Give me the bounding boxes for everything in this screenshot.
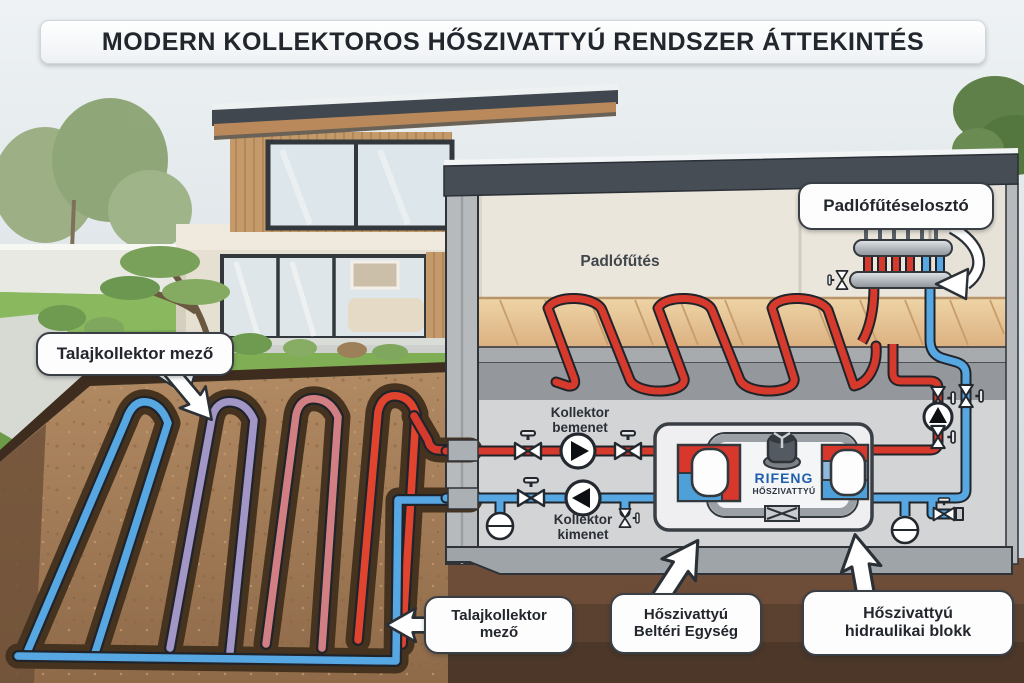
sofa (348, 298, 424, 332)
wall-sleeve (447, 487, 479, 510)
terrace-step (182, 338, 464, 345)
house (172, 84, 618, 353)
terrace-step (172, 345, 468, 353)
distributor-curved-arrow (934, 222, 986, 301)
title-banner: MODERN KOLLEKTOROS HŐSZIVATTYÚ RENDSZER … (40, 20, 986, 64)
circulation-pump-icon (564, 479, 602, 517)
wall-sleeve (447, 439, 479, 462)
circulation-pump-icon (559, 432, 597, 470)
compressor-icon (763, 431, 801, 470)
heat-pump-brand: RIFENG (754, 470, 814, 486)
label-floor-heating: Padlófűtés (580, 253, 660, 270)
bonsai-tree (100, 246, 230, 339)
heating-risers (862, 286, 972, 521)
collector-pipes (12, 389, 476, 667)
callout-hydraulic-block: Hőszivattyú hidraulikai blokk (802, 590, 1014, 656)
callout-indoor-unit: Hőszivattyú Beltéri Egység (610, 593, 762, 654)
callout-collector-field-bottom: Talajkollektor mező (424, 596, 574, 654)
expansion-vessel-icon (890, 515, 920, 545)
collector-outlet-line (440, 492, 674, 520)
condenser (820, 443, 870, 501)
floor-heating-loop (542, 292, 882, 397)
callout-floor-distributor: Padlófűtéselosztó (798, 182, 994, 230)
pressure-gauge-icon (485, 511, 515, 541)
heat-pump-type-label: HŐSZIVATTYÚ (752, 486, 816, 496)
callout-collector-field-top: Talajkollektor mező (36, 332, 234, 376)
evaporator (676, 443, 742, 503)
label-collector-inlet: Kollektor bemenet (550, 405, 610, 435)
heat-pump-unit (653, 422, 874, 532)
label-collector-outlet: Kollektor kimenet (553, 512, 613, 542)
expansion-valve-icon (764, 505, 800, 522)
ground-collector-field (5, 383, 483, 674)
wall-picture (350, 260, 400, 290)
